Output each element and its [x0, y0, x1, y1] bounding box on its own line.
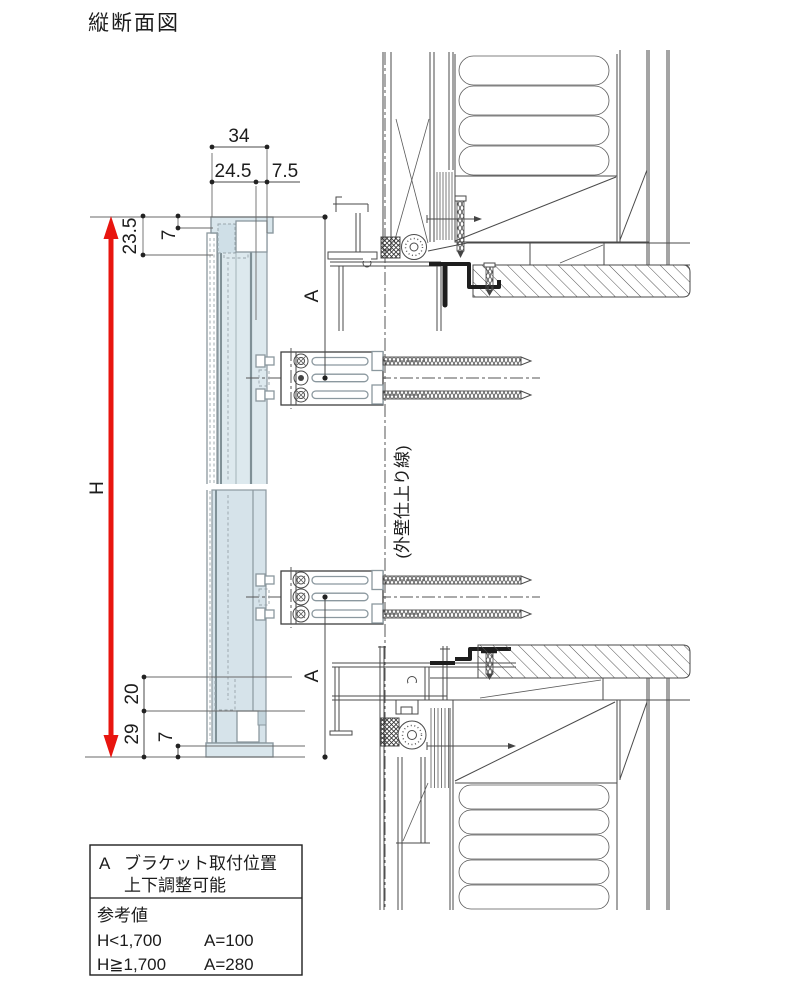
furring-battens-lower	[430, 708, 451, 910]
legend-row0-condition: H<1,700	[97, 931, 162, 950]
flashing-upper	[429, 262, 501, 289]
legend-row0-value: A=100	[204, 931, 254, 950]
box-cap-bottom	[205, 742, 274, 758]
nail-lower	[426, 742, 516, 750]
legend-table: A ブラケット取付位置 上下調整可能 参考値 H<1,700 A=100 H≧1…	[89, 844, 303, 976]
section-break	[203, 484, 277, 490]
height-dimension-arrow: H	[87, 216, 119, 758]
legend-line2: 上下調整可能	[124, 876, 226, 895]
legend-key: A	[99, 854, 111, 873]
wall-section-lower	[329, 644, 691, 910]
legend-row1-condition: H≧1,700	[97, 955, 166, 974]
backer-rod-lower	[397, 720, 427, 750]
furring-battens	[436, 172, 453, 240]
box-chamber-top	[235, 220, 268, 253]
legend-line1: ブラケット取付位置	[124, 853, 277, 873]
mounting-bracket-lower	[246, 567, 540, 628]
dim-overall-width: 34	[228, 126, 250, 147]
box-chamber-bottom	[236, 710, 260, 743]
lag-screw-lower-1	[382, 575, 533, 585]
fixing-angle	[327, 196, 378, 268]
sealant-block-lower	[380, 717, 400, 747]
dim-bottom-lower: 29	[122, 723, 143, 744]
page-title: 縦断面図	[88, 12, 180, 35]
mounting-bracket-upper	[246, 348, 540, 409]
dim-top-small: 7	[159, 230, 180, 241]
legend-row1-value: A=280	[204, 955, 254, 974]
sill-board-hatched	[472, 264, 691, 298]
lag-screw-upper-2	[382, 390, 533, 400]
legend-note-title: 参考値	[97, 906, 148, 925]
dim-bottom-small: 7	[156, 732, 177, 743]
dim-bottom-upper: 20	[122, 683, 143, 704]
insulation-batt-lower	[458, 784, 610, 910]
shutter-box	[203, 216, 277, 758]
lag-screw-lower-2	[382, 609, 533, 619]
dim-a-top: A	[302, 289, 323, 302]
bracket-holes-lower	[292, 571, 310, 623]
backer-rod-upper	[401, 234, 427, 260]
screw-vertical-upper-2	[483, 262, 496, 296]
dim-width-main: 24.5	[215, 161, 252, 182]
sash-channel-upper	[330, 261, 442, 331]
wall-finish-line-label: (外壁仕上り線)	[393, 445, 412, 558]
bracket-holes-upper	[293, 353, 309, 403]
lag-screw-upper-1	[382, 356, 533, 366]
dim-height-label: H	[87, 481, 108, 495]
dim-width-sub: 7.5	[272, 161, 298, 182]
screw-vertical-upper-1	[454, 195, 467, 258]
dim-a-bottom: A	[302, 669, 323, 682]
wall-section-upper	[327, 50, 691, 331]
insulation-batt-upper	[454, 54, 618, 176]
dimensions: 34 24.5 7.5 23.5 7 A A 20 29 7	[85, 126, 328, 760]
dim-top-inset: 23.5	[120, 218, 141, 255]
sealant-block-upper	[380, 236, 401, 259]
lintel-board-hatched	[477, 644, 691, 679]
nail-upper	[426, 215, 482, 223]
